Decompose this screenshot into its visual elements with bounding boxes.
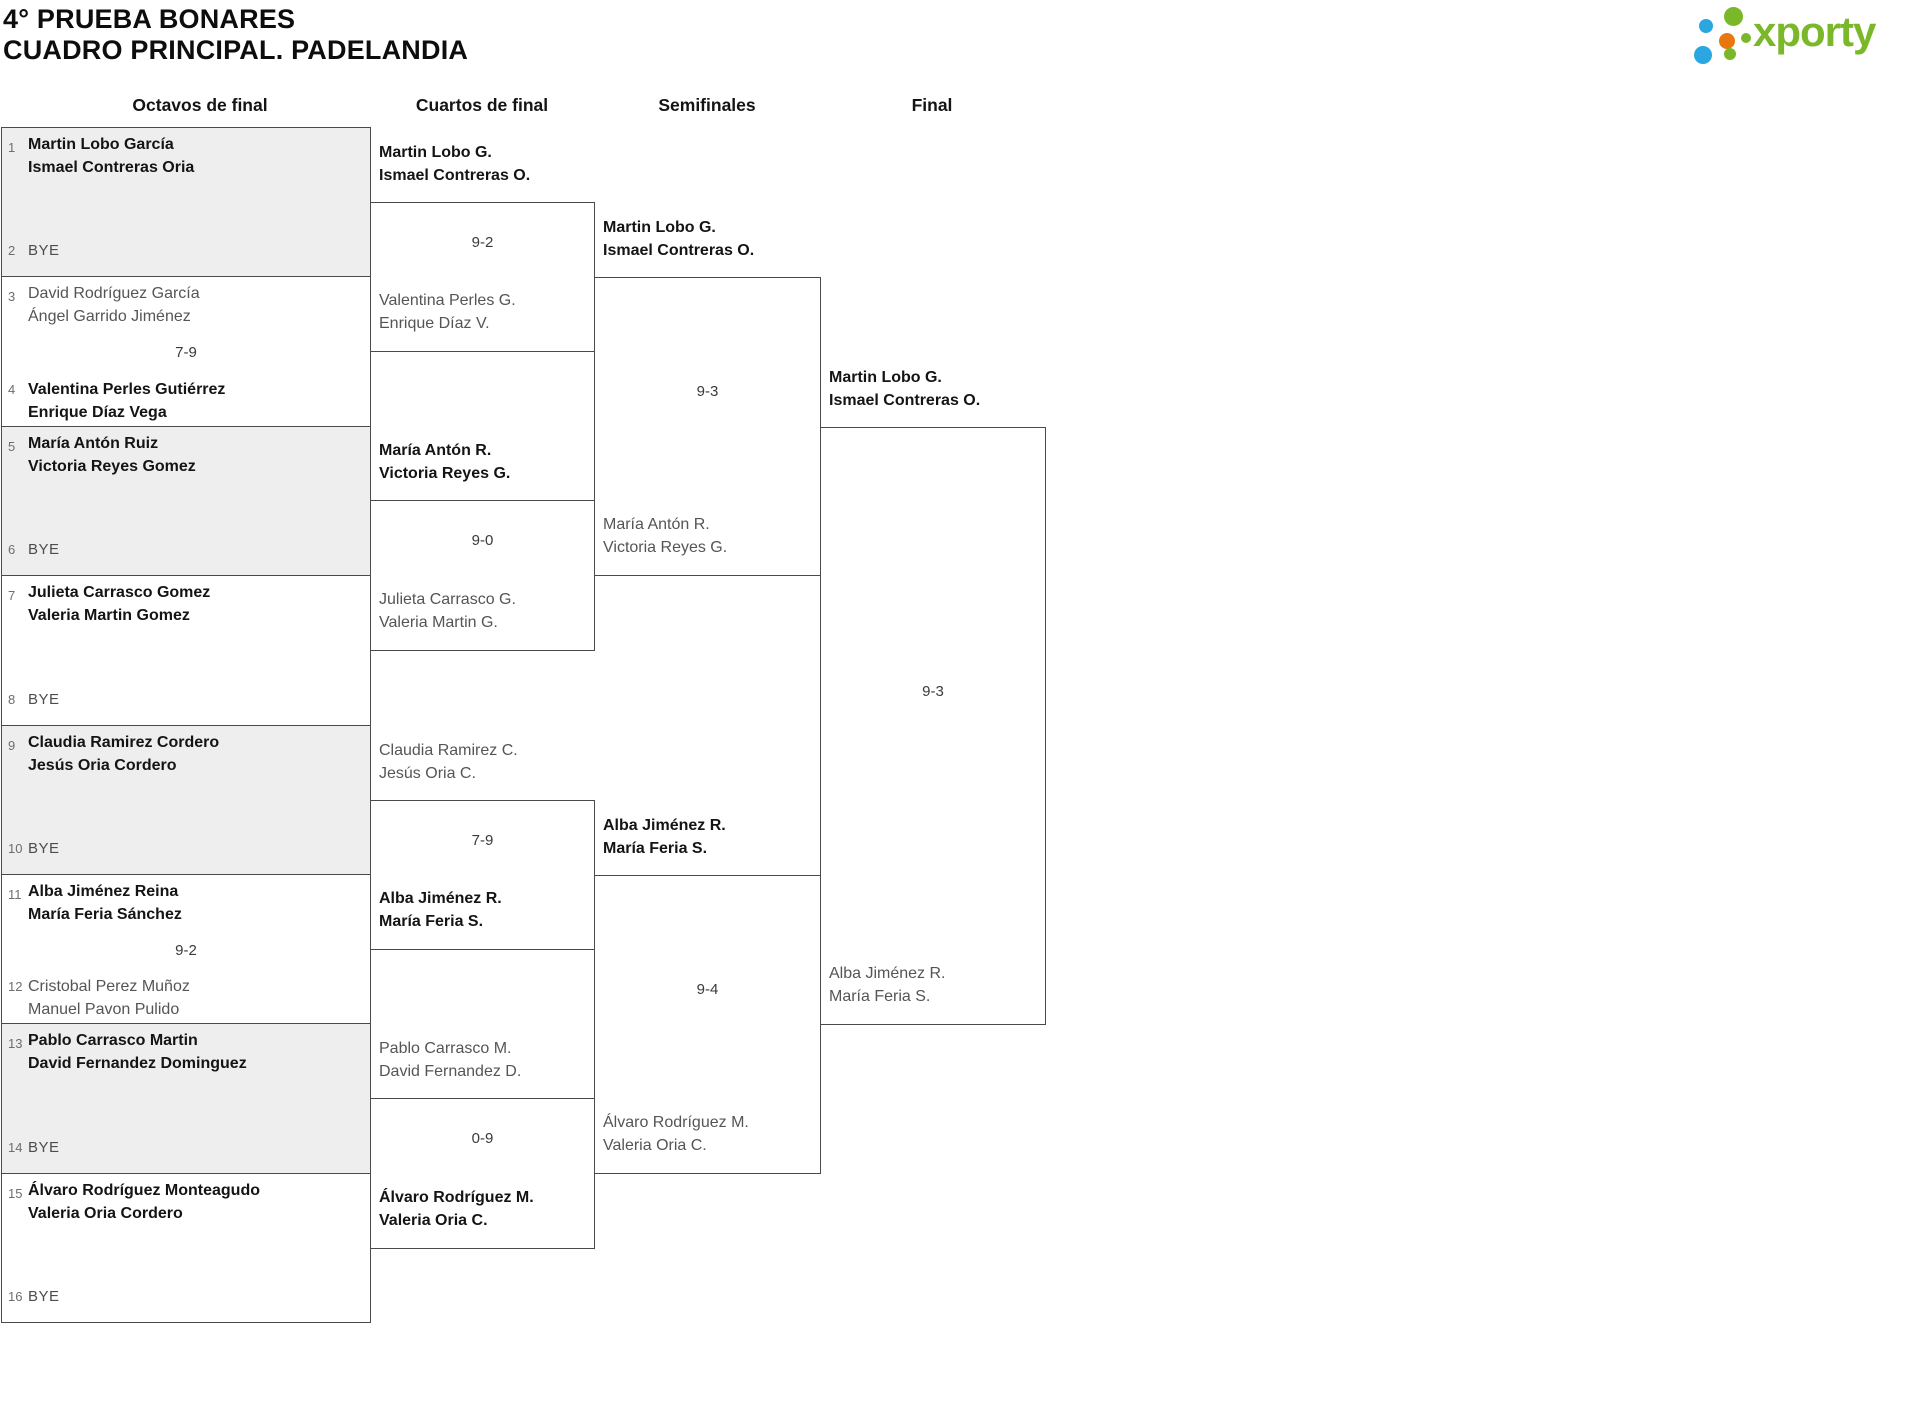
seed-label: 7 — [8, 588, 16, 603]
team-names: Claudia Ramirez C. Jesús Oria C. — [379, 742, 518, 782]
logo-dot-icon — [1699, 19, 1713, 33]
seed-label: 11 — [8, 887, 22, 902]
seed-label: 15 — [8, 1186, 23, 1201]
logo-dot-icon — [1724, 48, 1736, 60]
column-header-semifinales: Semifinales — [658, 95, 756, 115]
bye-label: BYE — [28, 691, 60, 708]
match-qf-4[interactable]: Pablo Carrasco M. David Fernandez D. 0-9… — [370, 1040, 595, 1249]
match-sf-1[interactable]: Martin Lobo G. Ismael Contreras O. 9-3 M… — [594, 219, 821, 576]
seed-label: 1 — [8, 140, 16, 155]
seed-label: 3 — [8, 289, 16, 304]
logo-dot-icon — [1719, 33, 1735, 49]
match-qf-3[interactable]: Claudia Ramirez C. Jesús Oria C. 7-9 Alb… — [370, 742, 595, 950]
seed-label: 2 — [8, 243, 16, 258]
seed-label: 5 — [8, 439, 16, 454]
match-score: 7-9 — [471, 832, 494, 849]
seed-label: 9 — [8, 738, 16, 753]
bye-label: BYE — [28, 840, 60, 857]
logo-dot-icon — [1741, 33, 1751, 43]
match-score: 9-4 — [696, 981, 719, 998]
match-r16-7[interactable]: 13 Pablo Carrasco Martin David Fernandez… — [1, 1023, 371, 1174]
match-sf-2[interactable]: Alba Jiménez R. María Feria S. 9-4 Álvar… — [594, 817, 821, 1174]
team-names: Cristobal Perez Muñoz Manuel Pavon Pulid… — [28, 978, 190, 1018]
match-score: 9-3 — [696, 383, 719, 400]
match-score: 9-2 — [175, 942, 197, 959]
team-names: Julieta Carrasco G. Valeria Martin G. — [379, 591, 516, 631]
match-qf-1[interactable]: Martin Lobo G. Ismael Contreras O. 9-2 V… — [370, 144, 595, 352]
team-names: María Antón R. Victoria Reyes G. — [603, 516, 728, 556]
team-names: David Rodríguez García Ángel Garrido Jim… — [28, 285, 200, 325]
team-names: Álvaro Rodríguez M. Valeria Oria C. — [603, 1114, 749, 1154]
column-header-octavos: Octavos de final — [132, 95, 268, 115]
seed-label: 6 — [8, 542, 16, 557]
logo-dot-icon — [1694, 46, 1712, 64]
match-r16-2[interactable]: 3 David Rodríguez García Ángel Garrido J… — [1, 276, 371, 427]
column-header-cuartos: Cuartos de final — [415, 95, 549, 115]
team-names: María Antón R. Victoria Reyes G. — [379, 442, 511, 482]
team-names: Álvaro Rodríguez Monteagudo Valeria Oria… — [28, 1182, 260, 1222]
xporty-logo[interactable]: xporty — [1690, 2, 1920, 68]
team-names: Alba Jiménez Reina María Feria Sánchez — [28, 883, 182, 923]
title-line-1: 4° PRUEBA BONARES — [3, 4, 296, 34]
match-r16-6[interactable]: 11 Alba Jiménez Reina María Feria Sánche… — [1, 874, 371, 1024]
team-names: Valentina Perles G. Enrique Díaz V. — [379, 292, 516, 332]
match-r16-5[interactable]: 9 Claudia Ramirez Cordero Jesús Oria Cor… — [1, 725, 371, 875]
match-r16-3[interactable]: 5 María Antón Ruiz Victoria Reyes Gomez … — [1, 426, 371, 576]
team-names: Claudia Ramirez Cordero Jesús Oria Corde… — [28, 734, 220, 774]
match-score: 9-2 — [471, 234, 494, 251]
team-names: Pablo Carrasco Martin David Fernandez Do… — [28, 1032, 247, 1072]
bye-label: BYE — [28, 242, 60, 259]
bye-label: BYE — [28, 541, 60, 558]
team-names: María Antón Ruiz Victoria Reyes Gomez — [28, 435, 196, 475]
column-header-final: Final — [911, 95, 953, 115]
match-qf-2[interactable]: María Antón R. Victoria Reyes G. 9-0 Jul… — [370, 442, 595, 651]
logo-wordmark: xporty — [1753, 8, 1876, 55]
seed-label: 13 — [8, 1036, 23, 1051]
seed-label: 8 — [8, 692, 16, 707]
page-title: 4° PRUEBA BONARES CUADRO PRINCIPAL. PADE… — [3, 4, 468, 66]
match-score: 9-3 — [922, 683, 944, 700]
title-line-2: CUADRO PRINCIPAL. PADELANDIA — [3, 35, 469, 65]
logo-dot-icon — [1724, 7, 1743, 26]
bye-label: BYE — [28, 1139, 60, 1156]
match-score: 0-9 — [471, 1130, 494, 1147]
team-names: Julieta Carrasco Gomez Valeria Martin Go… — [28, 584, 211, 624]
team-names: Álvaro Rodríguez M. Valeria Oria C. — [379, 1189, 534, 1229]
team-names: Martin Lobo G. Ismael Contreras O. — [379, 144, 531, 184]
team-names: Alba Jiménez R. María Feria S. — [829, 965, 946, 1005]
team-names: Pablo Carrasco M. David Fernandez D. — [379, 1040, 522, 1080]
match-score: 7-9 — [175, 344, 197, 361]
seed-label: 12 — [8, 979, 23, 994]
team-names: Alba Jiménez R. María Feria S. — [603, 817, 726, 857]
team-names: Martin Lobo García Ismael Contreras Oria — [28, 136, 195, 176]
team-names: Martin Lobo G. Ismael Contreras O. — [829, 369, 981, 409]
bye-label: BYE — [28, 1288, 60, 1305]
match-score: 9-0 — [471, 532, 494, 549]
team-names: Valentina Perles Gutiérrez Enrique Díaz … — [28, 381, 226, 421]
seed-label: 4 — [8, 382, 16, 397]
seed-label: 14 — [8, 1140, 23, 1155]
match-r16-1[interactable]: 1 Martin Lobo García Ismael Contreras Or… — [1, 127, 371, 277]
team-names: Martin Lobo G. Ismael Contreras O. — [603, 219, 755, 259]
team-names: Alba Jiménez R. María Feria S. — [379, 890, 502, 930]
match-final[interactable]: Martin Lobo G. Ismael Contreras O. 9-3 A… — [820, 369, 1046, 1025]
seed-label: 10 — [8, 841, 23, 856]
seed-label: 16 — [8, 1289, 23, 1304]
match-r16-8[interactable]: 15 Álvaro Rodríguez Monteagudo Valeria O… — [1, 1173, 371, 1323]
match-r16-4[interactable]: 7 Julieta Carrasco Gomez Valeria Martin … — [1, 575, 371, 726]
